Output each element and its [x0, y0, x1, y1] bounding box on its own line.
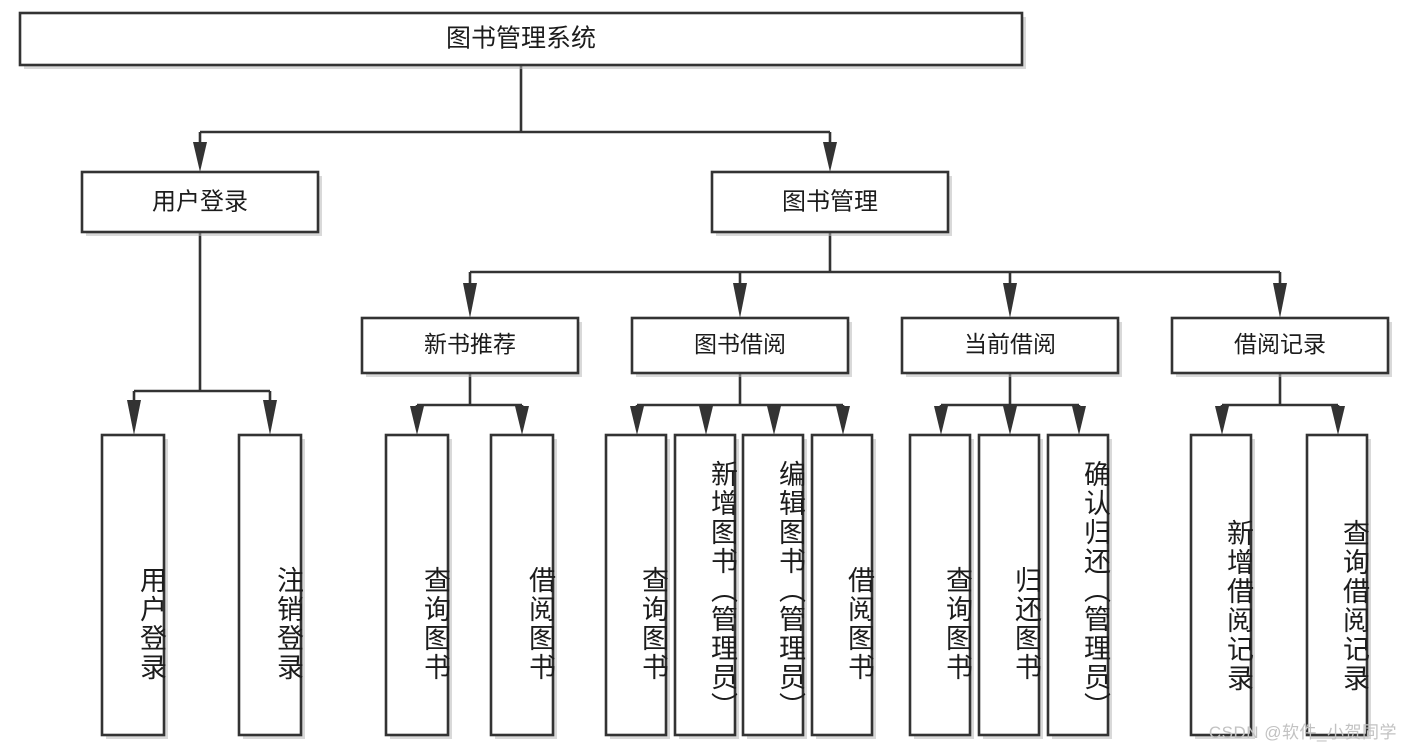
arrow-head-borrow-record — [1273, 283, 1287, 318]
arrow-head-leaf-query-book-2 — [630, 406, 644, 435]
node-leaf-borrow-book-2-box[interactable] — [810, 433, 874, 737]
arrow-head-leaf-borrow-book-2 — [836, 406, 850, 435]
node-leaf-return-book-box[interactable] — [977, 433, 1041, 737]
arrow-head-leaf-edit-book — [767, 406, 781, 435]
node-leaf-query-book-1-box[interactable] — [384, 433, 450, 737]
node-borrow-record-box[interactable] — [1170, 316, 1390, 375]
node-current-borrow-box[interactable] — [900, 316, 1120, 375]
node-leaf-add-borrow-record-box[interactable] — [1189, 433, 1253, 737]
node-current-borrow-label: 当前借阅 — [964, 331, 1056, 357]
node-new-book-recommend-label: 新书推荐 — [424, 331, 516, 357]
arrow-head-leaf-query-borrow-record — [1331, 406, 1345, 435]
node-book-manage-label: 图书管理 — [782, 188, 878, 215]
node-leaf-borrow-book-1-box[interactable] — [489, 433, 555, 737]
node-user-login-label: 用户登录 — [152, 188, 248, 215]
node-borrow-record-label: 借阅记录 — [1234, 331, 1326, 357]
node-root-label: 图书管理系统 — [446, 25, 596, 53]
arrow-head-leaf-return-book — [1003, 406, 1017, 435]
arrow-head-book-borrow — [733, 283, 747, 318]
node-leaf-query-book-2-box[interactable] — [604, 433, 668, 737]
arrow-head-user-login — [193, 142, 207, 172]
arrow-head-new-book-recommend — [463, 283, 477, 318]
node-book-borrow-label: 图书借阅 — [694, 331, 786, 357]
arrow-head-leaf-confirm-return — [1072, 406, 1086, 435]
arrow-head-leaf-logout-login — [263, 400, 277, 435]
node-new-book-recommend-box[interactable] — [360, 316, 580, 375]
arrow-head-current-borrow — [1003, 283, 1017, 318]
node-leaf-user-login-box[interactable] — [100, 433, 166, 737]
arrow-head-leaf-user-login — [127, 400, 141, 435]
node-book-manage-box[interactable] — [710, 170, 950, 234]
arrow-head-book-manage — [823, 142, 837, 172]
node-leaf-query-book-3-box[interactable] — [908, 433, 972, 737]
node-book-borrow-box[interactable] — [630, 316, 850, 375]
node-user-login-box[interactable] — [80, 170, 320, 234]
node-layer: 图书管理系统 用户登录 图书管理 新书推荐 图书借阅 当前借阅 借阅记录 — [18, 11, 1392, 739]
arrow-head-leaf-query-book-3 — [934, 406, 948, 435]
arrow-head-leaf-borrow-book-1 — [515, 406, 529, 435]
arrow-head-leaf-query-book-1 — [410, 406, 424, 435]
connector-layer — [127, 65, 1345, 435]
node-root-box[interactable] — [18, 11, 1024, 67]
node-leaf-query-borrow-record-box[interactable] — [1305, 433, 1369, 737]
node-leaf-confirm-return-box[interactable] — [1046, 433, 1110, 737]
arrow-head-leaf-add-borrow-record — [1215, 406, 1229, 435]
node-leaf-edit-book-box[interactable] — [741, 433, 805, 737]
node-leaf-logout-login-box[interactable] — [237, 433, 303, 737]
node-leaf-add-book-box[interactable] — [673, 433, 737, 737]
arrow-head-leaf-add-book — [699, 406, 713, 435]
